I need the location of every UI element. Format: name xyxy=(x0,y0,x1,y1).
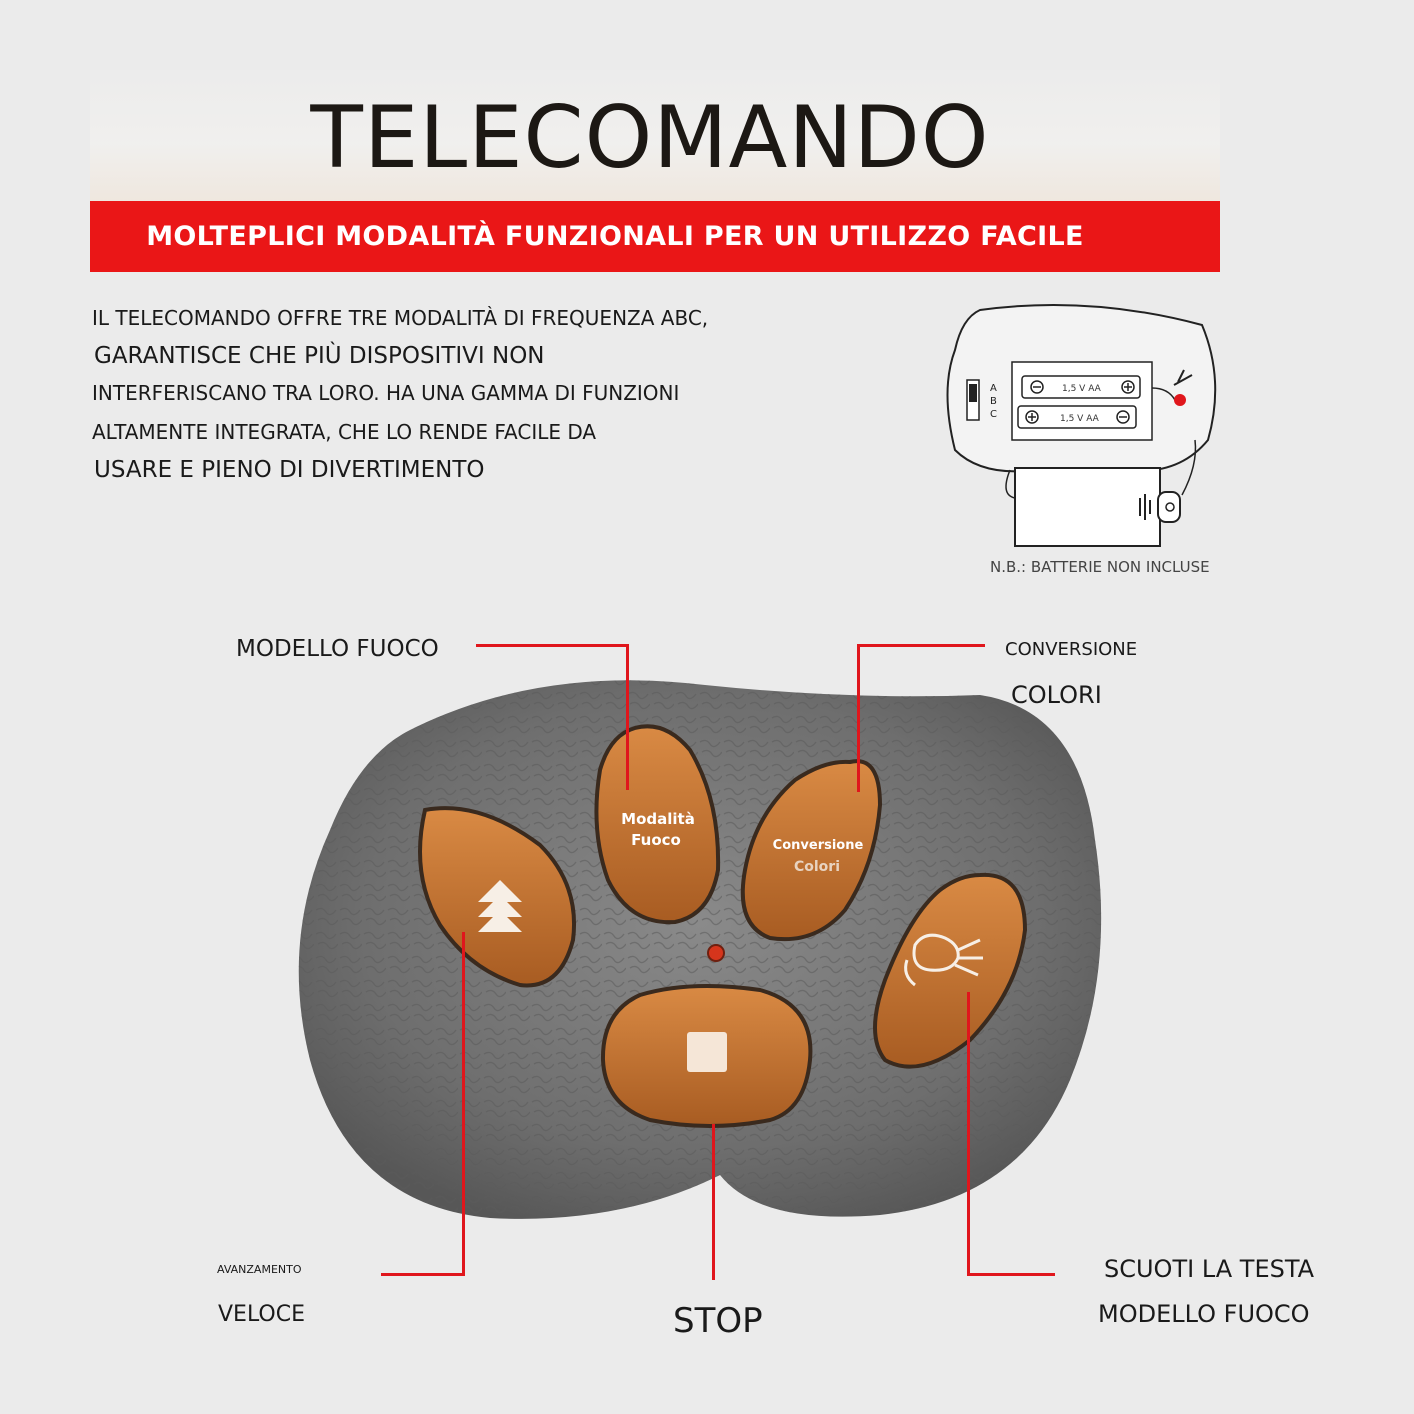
remote-control-illustration: Modalità Fuoco Conversione Colori xyxy=(298,680,1102,1219)
screwdriver-icon xyxy=(1174,394,1186,406)
callout-line-stop-v xyxy=(712,1124,715,1280)
feature-banner: MOLTEPLICI MODALITÀ FUNZIONALI PER UN UT… xyxy=(90,201,1220,272)
stop-button[interactable] xyxy=(600,984,813,1128)
description-line-5: USARE E PIENO DI DIVERTIMENTO xyxy=(94,457,485,483)
callout-shake-head-2: MODELLO FUOCO xyxy=(1098,1300,1310,1328)
fast-forward-button[interactable] xyxy=(418,806,576,988)
callout-shake-head-1: SCUOTI LA TESTA xyxy=(1104,1255,1315,1283)
callout-color-conversion-2: COLORI xyxy=(1011,681,1102,709)
description-line-3: INTERFERISCANO TRA LORO. HA UNA GAMMA DI… xyxy=(92,381,680,405)
color-conversion-button[interactable]: Conversione Colori xyxy=(740,759,883,942)
color-conversion-button-label-2: Colori xyxy=(794,859,840,875)
description-line-4: ALTAMENTE INTEGRATA, CHE LO RENDE FACILE… xyxy=(92,420,597,444)
battery-note: N.B.: BATTERIE NON INCLUSE xyxy=(990,558,1210,576)
battery-cover xyxy=(1014,467,1161,547)
battery-cell-top xyxy=(1021,375,1141,399)
shake-head-button[interactable] xyxy=(873,872,1028,1069)
stop-icon xyxy=(687,1032,727,1072)
battery-cell-bottom xyxy=(1017,405,1137,429)
description-line-1: IL TELECOMANDO OFFRE TRE MODALITÀ DI FRE… xyxy=(92,306,709,330)
status-led xyxy=(707,944,725,962)
header-background xyxy=(90,70,1220,205)
banner-text: MOLTEPLICI MODALITÀ FUNZIONALI PER UN UT… xyxy=(146,221,1084,252)
callout-line-forward-h xyxy=(381,1273,465,1276)
battery-compartment-illustration: A B C 1,5 V AA 1,5 V AA xyxy=(946,304,1217,547)
page-title: TELECOMANDO xyxy=(310,88,990,188)
dinosaur-head-icon xyxy=(904,933,983,987)
fire-mode-button-label-1: Modalità xyxy=(621,810,695,828)
switch-label-b: B xyxy=(990,396,997,407)
color-conversion-button-label-1: Conversione xyxy=(773,838,864,853)
callout-line-fire-h xyxy=(476,644,628,647)
callout-line-shake-v xyxy=(967,992,970,1276)
switch-label-c: C xyxy=(990,409,997,420)
callout-line-color-h xyxy=(857,644,985,647)
fast-forward-icon xyxy=(478,880,522,932)
callout-fast-forward-2: VELOCE xyxy=(218,1302,306,1327)
callout-stop: STOP xyxy=(673,1301,763,1341)
callout-fire-model: MODELLO FUOCO xyxy=(236,636,439,662)
callout-fast-forward-1: AVANZAMENTO xyxy=(217,1263,302,1276)
battery-cell-label-bottom: 1,5 V AA xyxy=(1060,414,1100,424)
switch-label-a: A xyxy=(990,383,997,394)
callout-line-shake-h xyxy=(967,1273,1055,1276)
callout-line-color-v xyxy=(857,644,860,792)
description-line-2: GARANTISCE CHE PIÙ DISPOSITIVI NON xyxy=(94,343,545,369)
battery-cell-label-top: 1,5 V AA xyxy=(1062,384,1102,394)
fire-mode-button-label-2: Fuoco xyxy=(631,831,681,849)
battery-diagram: A B C 1,5 V AA 1,5 V AA xyxy=(940,290,1230,590)
callout-line-forward-v xyxy=(462,932,465,1276)
callout-line-fire-v xyxy=(626,644,629,790)
callout-color-conversion-1: CONVERSIONE xyxy=(1005,639,1138,660)
